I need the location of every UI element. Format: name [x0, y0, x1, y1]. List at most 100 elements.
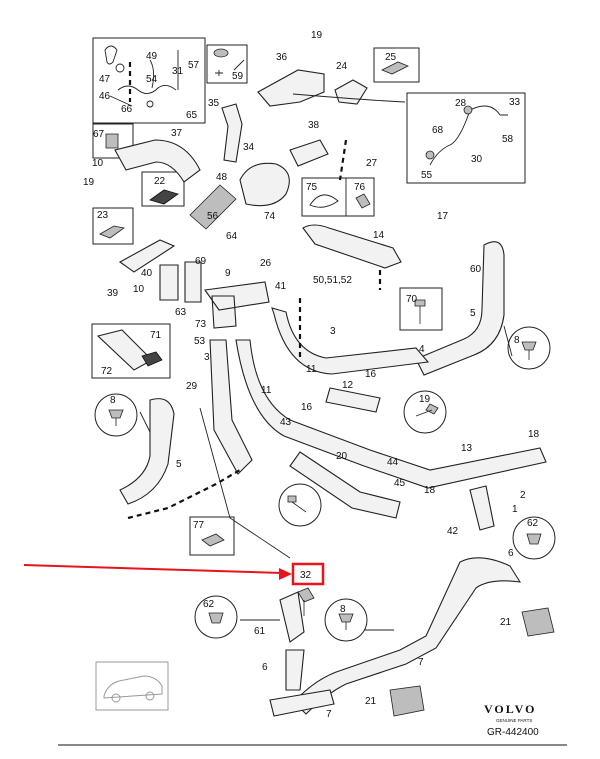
part-label: 29 [186, 381, 198, 392]
part-label: 35 [208, 98, 220, 109]
part-label: 4 [419, 344, 425, 355]
part-label: 37 [171, 128, 183, 139]
inset-part-22-23 [92, 171, 185, 245]
part-label: 7 [326, 709, 332, 720]
part-label: 68 [432, 125, 444, 136]
part-label: 63 [175, 307, 187, 318]
part-label: 26 [260, 258, 272, 269]
inset-part-75-76 [301, 177, 375, 217]
part-label: 21 [365, 696, 377, 707]
highlight-callout: 32 [23, 562, 325, 616]
part-label: 30 [471, 154, 483, 165]
part-label: 11 [261, 385, 272, 396]
part-label: 67 [93, 129, 105, 140]
part-label: 45 [394, 478, 406, 489]
part-label: 27 [366, 158, 378, 169]
part-label: 16 [365, 369, 377, 380]
part-label: 73 [195, 319, 207, 330]
part-label: 64 [226, 231, 238, 242]
highlight-label: 32 [300, 570, 312, 581]
part-label: 72 [101, 366, 113, 377]
part-label: 55 [421, 170, 433, 181]
part-label: 53 [194, 336, 206, 347]
part-label: 50,51,52 [313, 275, 352, 286]
part-label: 10 [92, 158, 104, 169]
part-label: 10 [133, 284, 145, 295]
part-label: 77 [193, 520, 205, 531]
part-label: 3 [330, 326, 336, 337]
part-label: 9 [225, 268, 231, 279]
part-label: 7 [418, 657, 424, 668]
inset-screw-19-b [278, 483, 322, 527]
part-label: 8 [340, 604, 346, 615]
inset-part-25-24 [334, 47, 420, 105]
part-label: 1 [512, 504, 518, 515]
part-label: 61 [254, 626, 266, 637]
inset-clip-62-a [512, 516, 556, 560]
part-label: 69 [195, 256, 207, 267]
part-label: 47 [99, 74, 111, 85]
part-label: 36 [276, 52, 288, 63]
inset-part-71-72 [91, 323, 171, 379]
part-label: 14 [373, 230, 385, 241]
part-label: 58 [502, 134, 514, 145]
inset-screw-70 [399, 287, 443, 331]
inset-harness-28 [406, 92, 526, 184]
inset-screw-19 [403, 390, 447, 434]
part-label: 8 [110, 395, 116, 406]
part-label: 44 [387, 457, 399, 468]
part-label: 71 [150, 330, 162, 341]
part-label: 18 [424, 485, 436, 496]
part-label: 75 [306, 182, 318, 193]
part-label: 23 [97, 210, 109, 221]
part-label: 8 [514, 335, 520, 346]
part-label: 18 [528, 429, 540, 440]
part-label: 19 [83, 177, 95, 188]
part-label: 17 [437, 211, 449, 222]
volvo-logo: VOLVO GENUINE PARTS [484, 702, 536, 723]
part-label: 62 [203, 599, 215, 610]
part-label: 11 [306, 364, 317, 375]
part-label: 74 [264, 211, 276, 222]
part-label: 5 [176, 459, 182, 470]
leader-arrows [139, 59, 513, 631]
part-label: 33 [509, 97, 521, 108]
inset-clip-62-b [194, 595, 238, 639]
part-label: 40 [141, 268, 153, 279]
part-label: 13 [461, 443, 473, 454]
part-label: 16 [301, 402, 313, 413]
part-label: 39 [107, 288, 119, 299]
part-label: 62 [527, 518, 539, 529]
part-label: 22 [154, 176, 166, 187]
part-label: 21 [500, 617, 512, 628]
part-label: 38 [308, 120, 320, 131]
part-label: 19 [311, 30, 323, 41]
part-label: 3 [204, 352, 210, 363]
inset-clip-8-b [94, 393, 138, 437]
logo-subtext: GENUINE PARTS [496, 718, 532, 723]
part-label: 12 [342, 380, 354, 391]
part-label: 31 [172, 66, 184, 77]
part-label: 42 [447, 526, 459, 537]
dashed-links [127, 62, 382, 520]
part-label: 54 [146, 74, 158, 85]
part-label: 19 [419, 394, 431, 405]
part-label: 65 [186, 110, 198, 121]
part-label: 57 [188, 60, 200, 71]
part-label: 56 [207, 211, 219, 222]
part-label: 24 [336, 61, 348, 72]
part-label: 60 [470, 264, 482, 275]
inset-clip-8-c [324, 598, 368, 642]
logo-text: VOLVO [484, 702, 536, 716]
car-thumbnail [95, 661, 169, 711]
part-label: 6 [262, 662, 268, 673]
part-label: 6 [508, 548, 514, 559]
inset-harness-clips [92, 37, 206, 124]
part-label: 43 [280, 417, 292, 428]
inset-part-67 [92, 123, 134, 159]
inset-part-77 [189, 516, 235, 556]
part-label: 20 [336, 451, 348, 462]
part-label: 66 [121, 104, 133, 115]
part-label: 48 [216, 172, 228, 183]
